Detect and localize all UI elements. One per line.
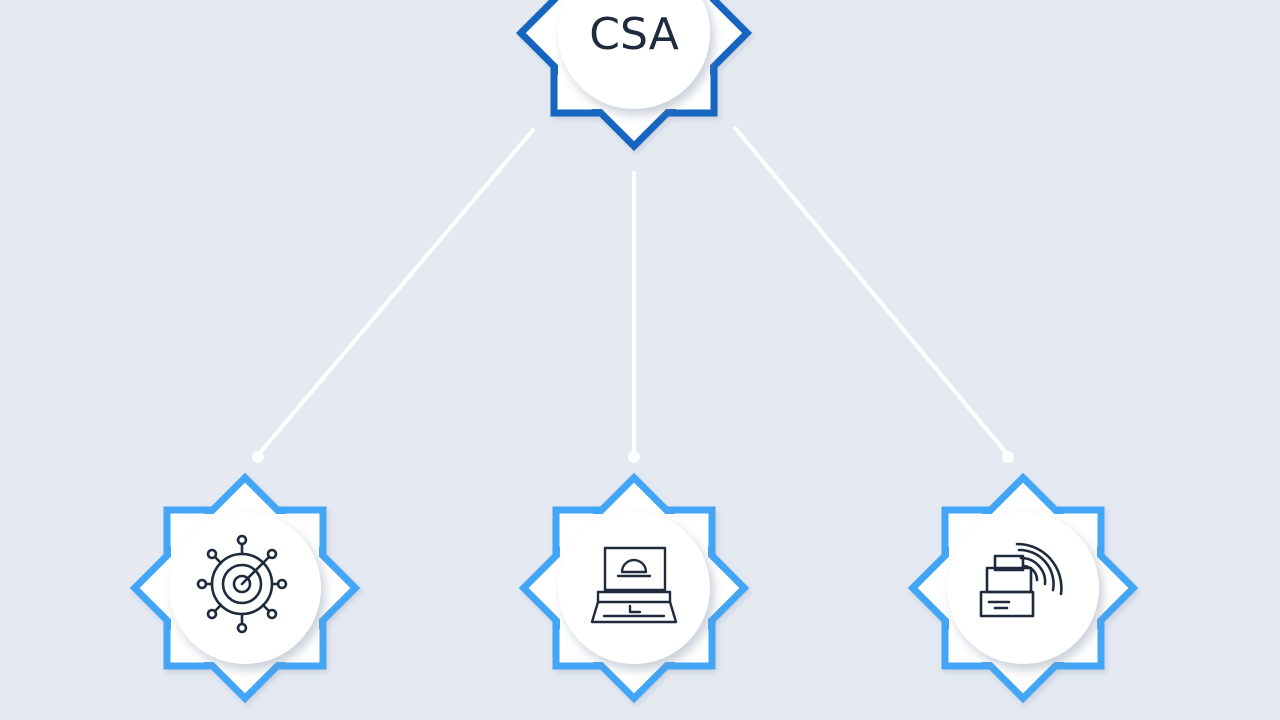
child-node-printer[interactable] <box>907 472 1139 704</box>
root-node[interactable]: CSA <box>515 0 753 152</box>
connector-endpoints <box>252 451 1014 463</box>
connector-dot-right <box>1002 451 1014 463</box>
wireless-printer-icon <box>979 542 1063 618</box>
child-circle <box>558 512 710 664</box>
connector-left <box>256 128 535 457</box>
laptop-cloud-icon <box>590 546 678 624</box>
connector-dot-left <box>252 451 264 463</box>
child-node-target[interactable] <box>129 472 361 704</box>
connectors <box>256 126 1010 457</box>
child-node-laptop[interactable] <box>518 472 750 704</box>
connector-right <box>733 126 1010 457</box>
child-circle <box>947 512 1099 664</box>
root-label: CSA <box>589 9 679 60</box>
connector-dot-center <box>628 451 640 463</box>
target-network-icon <box>196 534 288 634</box>
root-circle <box>558 0 710 109</box>
child-circle <box>169 512 321 664</box>
